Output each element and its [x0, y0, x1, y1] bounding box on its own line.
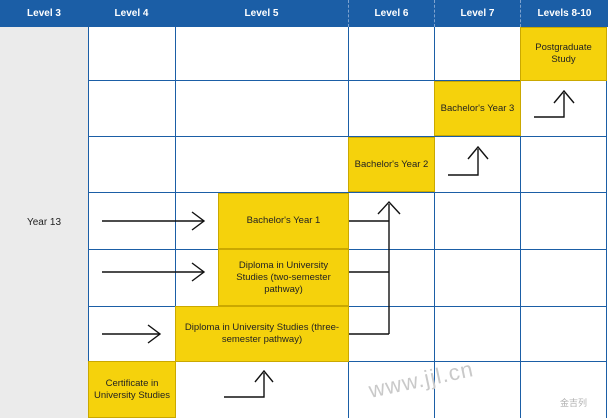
- diploma-three-semester-box: Diploma in University Studies (three-sem…: [175, 306, 349, 362]
- certificate-box: Certificate in University Studies: [88, 361, 176, 418]
- year-13-column: Year 13: [0, 27, 88, 418]
- diploma-two-semester-box: Diploma in University Studies (two-semes…: [218, 249, 349, 306]
- header-level-5: Level 5: [175, 0, 348, 27]
- arrow-up-right-icon: [534, 89, 575, 118]
- arrow-right-icon: [102, 324, 162, 344]
- postgraduate-study-box: Postgraduate Study: [520, 27, 607, 81]
- header-level-7: Level 7: [434, 0, 520, 27]
- bachelor-year-1-box: Bachelor's Year 1: [218, 193, 349, 249]
- arrow-up-right-icon: [448, 145, 489, 176]
- header-level-6: Level 6: [348, 0, 434, 27]
- watermark-brand: 金吉列: [560, 398, 588, 408]
- arrow-right-icon: [102, 262, 206, 282]
- bachelor-year-2-box: Bachelor's Year 2: [348, 137, 435, 192]
- year-13-label: Year 13: [26, 217, 62, 228]
- bachelor-year-3-box: Bachelor's Year 3: [434, 81, 521, 136]
- arrow-up-right-icon: [224, 369, 274, 398]
- arrow-bracket-up-icon: [349, 200, 401, 335]
- header-level-3: Level 3: [0, 0, 88, 27]
- header-levels-8-10: Levels 8-10: [520, 0, 608, 27]
- arrow-right-icon: [102, 211, 206, 231]
- header-level-4: Level 4: [88, 0, 175, 27]
